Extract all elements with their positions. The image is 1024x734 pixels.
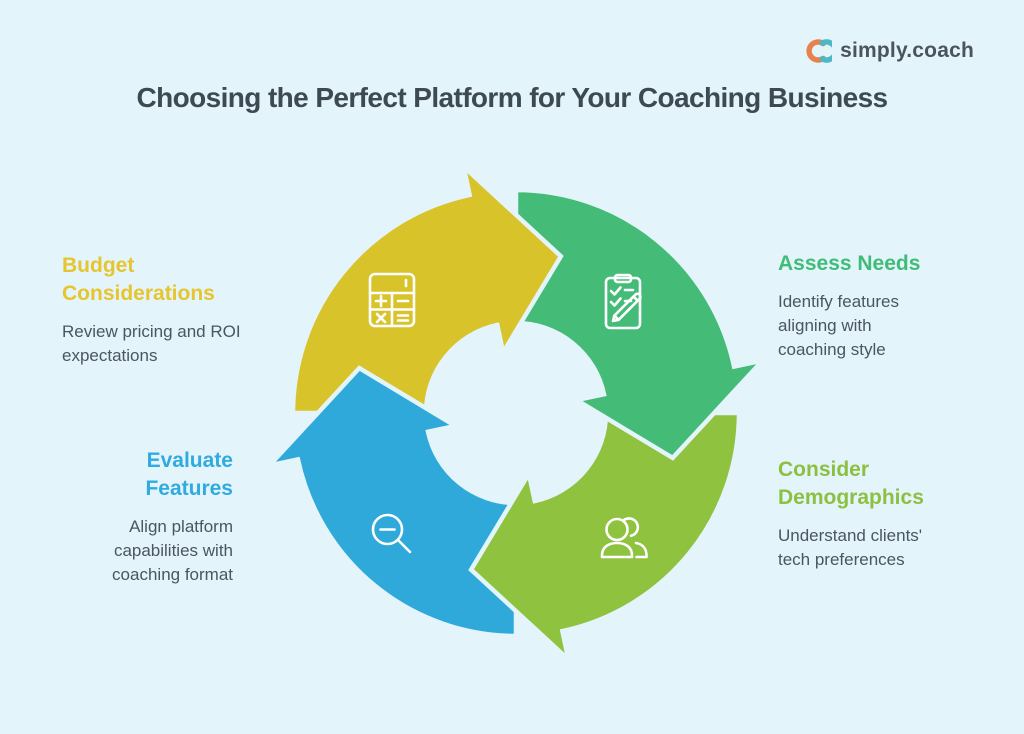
step-budget-title: Budget Considerations	[62, 254, 215, 305]
step-demographics-title: Consider Demographics	[778, 458, 924, 509]
people-icon	[600, 517, 648, 559]
page-title: Choosing the Perfect Platform for Your C…	[136, 82, 888, 113]
magnifier-icon	[371, 513, 412, 554]
cycle-arrows	[263, 160, 769, 666]
step-evaluate-title: Evaluate Features	[145, 449, 233, 500]
step-assess-title: Assess Needs	[778, 252, 921, 275]
cycle-arrow-budget	[290, 160, 564, 416]
step-budget: Budget Considerations Review pricing and…	[62, 252, 247, 368]
brand-logo-text: simply.coach	[840, 39, 974, 62]
step-demographics-description: Understand clients' tech preferences	[778, 526, 923, 569]
step-evaluate: Evaluate Features Align platform capabil…	[58, 447, 233, 587]
cycle-diagram	[263, 160, 769, 666]
cycle-arrow-demographics	[468, 410, 742, 666]
brand-logo: simply.coach	[806, 38, 974, 64]
step-evaluate-description: Align platform capabilities with coachin…	[112, 517, 233, 584]
simply-coach-mark-icon	[806, 39, 833, 63]
clipboard-checklist-icon	[604, 273, 642, 330]
calculator-icon	[368, 272, 416, 328]
step-budget-description: Review pricing and ROI expectations	[62, 322, 241, 365]
step-demographics: Consider Demographics Understand clients…	[778, 456, 963, 572]
step-assess-description: Identify features aligning with coaching…	[778, 292, 899, 359]
step-assess: Assess Needs Identify features aligning …	[778, 250, 953, 362]
